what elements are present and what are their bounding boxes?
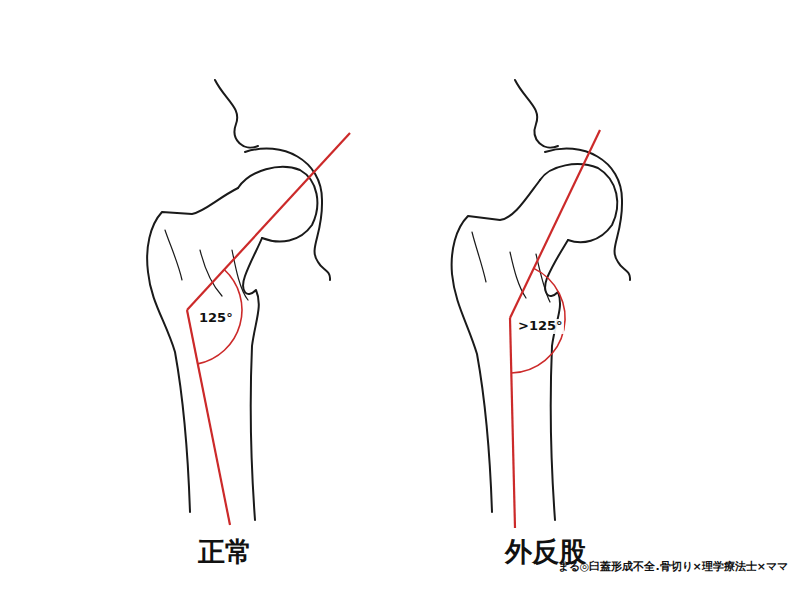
coxa-valga-femur [452,80,630,520]
angle-value: 125° [198,311,234,326]
angle-value: >125° [517,319,564,334]
normal-femur [147,80,330,520]
angle-lines [187,130,600,528]
figure-caption: 正常 [198,536,252,567]
watermark: まる◎臼蓋形成不全.骨切り×理学療法士×ママ [558,561,788,574]
